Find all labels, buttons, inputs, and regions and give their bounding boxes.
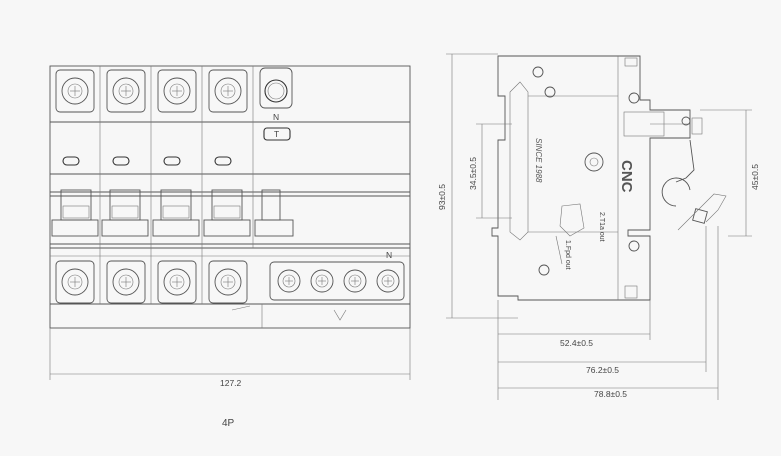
top-terminals — [55, 67, 293, 113]
height-right-dimension: 45±0.5 — [750, 164, 760, 190]
front-view: N T — [49, 65, 411, 388]
contact-label-b: 1.Fpd out — [564, 240, 571, 270]
front-outline — [49, 65, 411, 329]
contact-label-a: 2.T1a out — [598, 212, 605, 242]
neutral-label-bottom: N — [386, 250, 392, 260]
since-label: SINCE 1988 — [534, 138, 543, 183]
test-button — [263, 127, 291, 141]
neutral-label-top: N — [273, 112, 279, 122]
side-body — [491, 55, 691, 301]
brand-label: CNC — [618, 160, 635, 193]
width-dimension: 127.2 — [220, 378, 242, 388]
depth-3-dimension: 78.8±0.5 — [594, 389, 627, 399]
indicator-windows — [62, 156, 232, 166]
height-upper-dimension: 34.5±0.5 — [468, 157, 478, 190]
test-button-label: T — [274, 129, 279, 139]
handles — [51, 189, 294, 237]
height-total-dimension: 93±0.5 — [437, 184, 447, 210]
side-view: CNC SINCE 1988 2.T1a out 1.Fpd out 93±0.… — [437, 53, 760, 400]
depth-2-dimension: 76.2±0.5 — [586, 365, 619, 375]
pole-caption: 4P — [222, 418, 235, 429]
bottom-terminals — [55, 260, 405, 304]
depth-1-dimension: 52.4±0.5 — [560, 338, 593, 348]
